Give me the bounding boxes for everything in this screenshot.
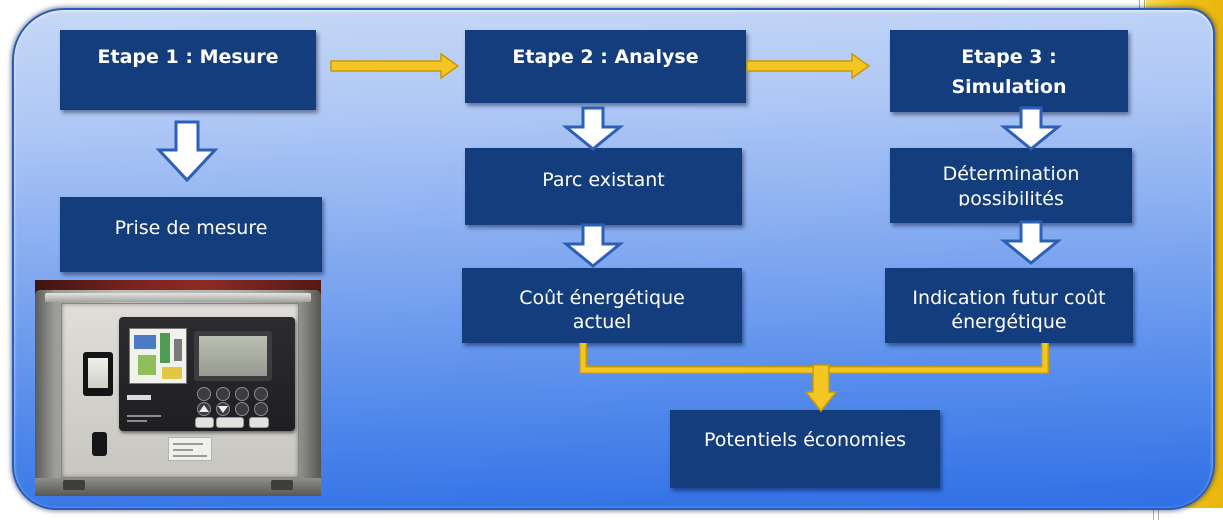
case-latch — [271, 480, 293, 490]
step-2-box: Etape 2 : Analyse — [465, 30, 746, 103]
arrow-down-to-savings — [804, 364, 838, 413]
label-line — [173, 443, 203, 445]
future-cost-box: Indication futur coût énergétique — [885, 268, 1133, 343]
case-bottom-edge — [35, 478, 321, 496]
measurement-device-photo — [35, 280, 321, 496]
keypad-button — [235, 402, 249, 416]
arrow-down-fleet-to-current-cost — [561, 223, 625, 268]
future-cost-label-line-2: énergétique — [951, 311, 1067, 333]
keypad-key — [249, 417, 269, 428]
current-cost-label-line-2: actuel — [572, 311, 632, 333]
printer-paper — [88, 358, 108, 388]
control-unit — [119, 317, 295, 431]
keypad-key — [216, 417, 244, 428]
arrow-down-step1-to-measurement — [155, 120, 219, 183]
keypad-key — [195, 417, 214, 428]
existing-fleet-box: Parc existant — [465, 148, 742, 225]
existing-fleet-label: Parc existant — [542, 169, 665, 191]
step-1-title: Etape 1 : Mesure — [97, 46, 279, 68]
accent-rule-bottom — [1153, 504, 1159, 520]
device-model-mark — [127, 420, 147, 422]
arrow-down-icon — [155, 120, 219, 183]
display-graphic — [138, 355, 156, 375]
triangle-up-icon — [199, 405, 209, 412]
step-3-title-line-2: Simulation — [951, 76, 1067, 98]
arrow-down-icon — [561, 106, 625, 151]
arrow-down-icon — [999, 106, 1063, 151]
keypad-button — [197, 387, 211, 401]
savings-box: Potentiels économies — [670, 410, 940, 488]
current-cost-label-line-1: Coût énergétique — [519, 287, 685, 309]
device-logo-mark — [127, 395, 151, 400]
arrow-right-step1-to-step2 — [330, 52, 460, 80]
keypad-down-button — [216, 402, 230, 416]
case-hinge-rail — [45, 293, 311, 302]
arrow-down-icon — [804, 364, 838, 413]
rating-label — [168, 437, 212, 461]
keypad-button — [216, 387, 230, 401]
step-3-title-line-1: Etape 3 : — [961, 46, 1057, 68]
arrow-right-icon — [330, 52, 460, 80]
device-model-mark — [127, 415, 161, 417]
current-cost-box: Coût énergétique actuel — [462, 268, 742, 343]
display-graphic — [160, 333, 170, 363]
display-graphic — [134, 335, 156, 349]
determination-box: Détermination possibilités — [890, 148, 1132, 223]
arrow-right-step2-to-step3 — [746, 52, 871, 80]
step-2-title: Etape 2 : Analyse — [512, 46, 699, 68]
lcd-bezel — [194, 331, 272, 381]
arrow-right-icon — [746, 52, 871, 80]
case-latch — [63, 480, 85, 490]
display-graphic — [162, 367, 182, 379]
label-line — [173, 449, 193, 451]
triangle-down-icon — [218, 406, 228, 413]
color-display — [129, 328, 187, 384]
arrow-down-icon — [999, 220, 1063, 265]
arrow-down-step2-to-existing-fleet — [561, 106, 625, 151]
determination-label-line-2: possibilités — [958, 188, 1064, 206]
step-3-box: Etape 3 : Simulation — [890, 30, 1128, 112]
printer-slot — [83, 352, 113, 396]
arrow-down-step3-to-determination — [999, 106, 1063, 151]
keypad-button — [235, 387, 249, 401]
keypad-up-button — [197, 402, 211, 416]
keypad-button — [254, 402, 268, 416]
keypad-button — [254, 387, 268, 401]
future-cost-label-line-1: Indication futur coût — [912, 287, 1106, 309]
arrow-down-determination-to-future-cost — [999, 220, 1063, 265]
lcd-screen — [199, 336, 267, 376]
measurement-label: Prise de mesure — [114, 217, 268, 239]
measurement-box: Prise de mesure — [60, 197, 322, 272]
display-graphic — [174, 339, 182, 361]
determination-text-area: Détermination possibilités — [890, 162, 1132, 206]
label-line — [173, 455, 207, 457]
savings-label: Potentiels économies — [703, 429, 907, 451]
power-switch — [92, 432, 107, 456]
arrow-down-icon — [561, 223, 625, 268]
determination-label-line-1: Détermination — [942, 163, 1080, 185]
step-1-box: Etape 1 : Mesure — [60, 30, 316, 110]
